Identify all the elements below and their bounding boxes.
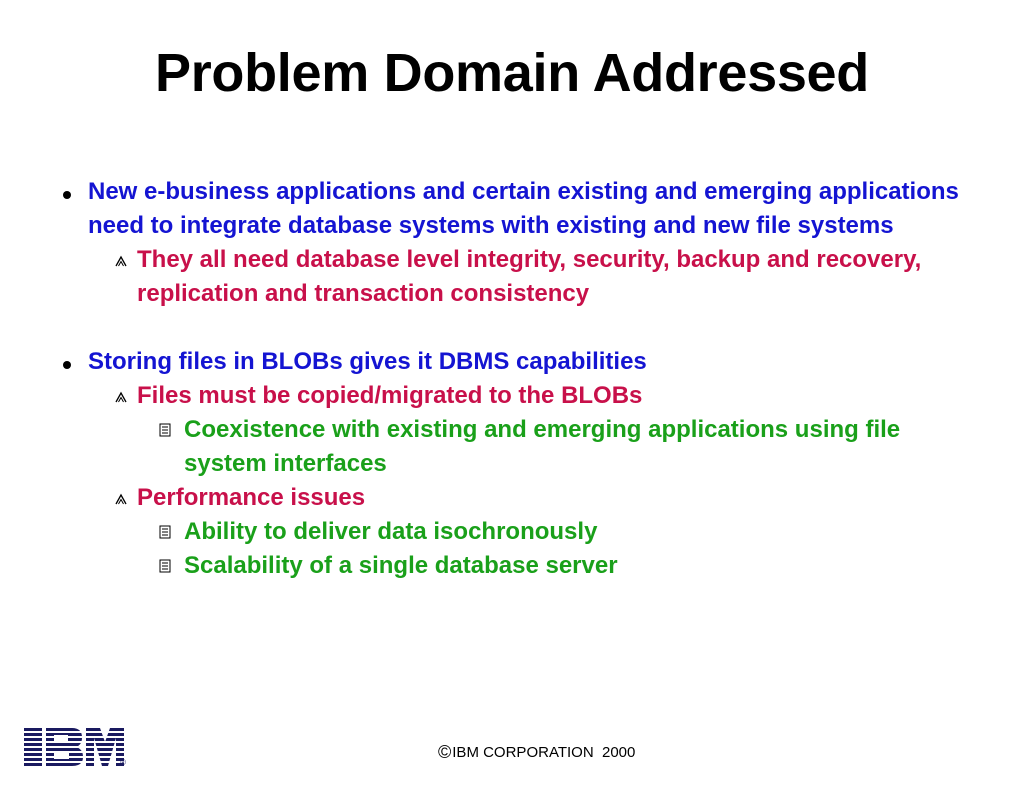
- bullet-item-level2: They all need database level integrity, …: [60, 243, 980, 311]
- bullet-text: Performance issues: [137, 484, 366, 511]
- bullet-item-level2: Files must be copied/migrated to the BLO…: [60, 379, 980, 413]
- ibm-logo: ®: [24, 728, 128, 775]
- registered-mark: ®: [120, 758, 126, 767]
- bullet-text: Coexistence with existing and emerging a…: [184, 416, 901, 477]
- bullet-text: Ability to deliver data isochronously: [184, 518, 598, 545]
- bullet-item-level3: Coexistence with existing and emerging a…: [60, 413, 980, 481]
- copyright-notice: ©IBM CORPORATION 2000: [438, 742, 635, 763]
- bullet-item-level2: Performance issues: [60, 481, 980, 515]
- bullet-text: Scalability of a single database server: [184, 552, 618, 579]
- bullet-text: Storing files in BLOBs gives it DBMS cap…: [88, 348, 647, 375]
- copyright-symbol: ©: [438, 742, 452, 762]
- spacer: [60, 311, 980, 345]
- chevron-bullet-icon: [114, 243, 130, 277]
- round-bullet-icon: [63, 175, 75, 209]
- copyright-text: IBM CORPORATION 2000: [452, 744, 636, 761]
- bullet-text: They all need database level integrity, …: [137, 246, 922, 307]
- chevron-bullet-icon: [114, 379, 130, 413]
- bullet-text: Files must be copied/migrated to the BLO…: [137, 382, 643, 409]
- bullet-list: New e-business applications and certain …: [60, 175, 980, 583]
- slide-title: Problem Domain Addressed: [155, 43, 869, 103]
- round-bullet-icon: [63, 345, 75, 379]
- bullet-item-level3: Ability to deliver data isochronously: [60, 515, 980, 549]
- chevron-bullet-icon: [114, 481, 130, 515]
- stacked-lines-bullet-icon: [159, 549, 173, 583]
- bullet-item-level1: New e-business applications and certain …: [60, 175, 980, 243]
- bullet-text: New e-business applications and certain …: [88, 178, 959, 239]
- stacked-lines-bullet-icon: [159, 515, 173, 549]
- ibm-striped-logo-icon: ®: [24, 728, 126, 767]
- bullet-item-level1: Storing files in BLOBs gives it DBMS cap…: [60, 345, 980, 379]
- bullet-item-level3: Scalability of a single database server: [60, 549, 980, 583]
- stacked-lines-bullet-icon: [159, 413, 173, 447]
